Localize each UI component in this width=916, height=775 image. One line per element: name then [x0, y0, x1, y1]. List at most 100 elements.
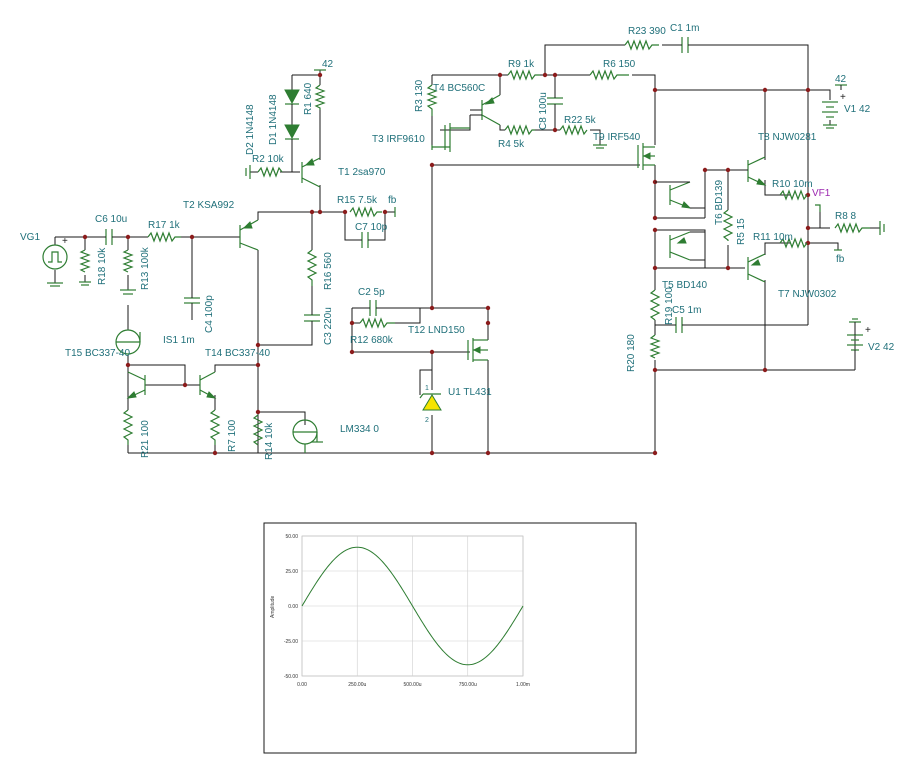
r16-resistor[interactable] [306, 249, 318, 286]
t15-transistor[interactable] [126, 371, 146, 399]
label-pin1: 1 [425, 385, 429, 392]
r7-resistor[interactable] [209, 409, 221, 445]
label-is1: IS1 1m [163, 335, 195, 346]
label-42a: 42 [322, 59, 334, 70]
r10-resistor[interactable] [779, 189, 808, 201]
junction-dots [82, 72, 811, 456]
gnd-r13 [120, 289, 136, 295]
r19-resistor[interactable] [649, 289, 661, 321]
gnd-r2 [245, 165, 251, 179]
label-c6: C6 10u [95, 214, 127, 225]
svg-text:+: + [840, 92, 846, 103]
label-r4: R4 5k [498, 139, 525, 150]
t8-transistor[interactable] [745, 156, 767, 186]
r21-resistor[interactable] [122, 409, 134, 445]
chart-x-tick-label: 1.00m [516, 682, 530, 688]
r18-resistor[interactable] [79, 249, 91, 273]
label-c1: C1 1m [670, 23, 699, 34]
label-r21: R21 100 [140, 420, 151, 458]
r14-resistor[interactable] [252, 414, 264, 446]
label-c5: C5 1m [672, 305, 701, 316]
r5-resistor[interactable] [722, 209, 734, 241]
c4-capacitor[interactable] [184, 290, 200, 310]
label-t2: T2 KSA992 [183, 200, 235, 211]
label-r6: R6 150 [603, 59, 636, 70]
chart-y-tick-label: -50.00 [284, 674, 298, 680]
gnd-r18 [79, 281, 91, 286]
c3-capacitor[interactable] [304, 310, 320, 330]
d1-diode[interactable] [284, 124, 300, 145]
chart-y-tick-label: -25.00 [284, 639, 298, 645]
r23-resistor[interactable] [624, 39, 659, 51]
label-c3: C3 220u [323, 307, 334, 345]
v2-battery[interactable]: + [847, 318, 871, 370]
label-vf1: VF1 [812, 188, 831, 199]
r9-resistor[interactable] [507, 69, 540, 81]
t5-transistor[interactable] [669, 231, 705, 261]
label-r19: R19 100 [664, 287, 675, 325]
gnd-r22 [593, 144, 607, 149]
label-t12: T12 LND150 [408, 325, 465, 336]
vf1-probe[interactable] [815, 204, 821, 212]
c6-capacitor[interactable] [100, 229, 120, 245]
r12-resistor[interactable] [359, 317, 395, 329]
label-t7: T7 NJW0302 [778, 289, 837, 300]
d2-diode[interactable] [284, 80, 300, 125]
r8-resistor[interactable] [834, 221, 885, 235]
c1-capacitor[interactable] [662, 37, 700, 53]
v1-battery[interactable]: + [822, 92, 846, 129]
r15-resistor[interactable] [349, 206, 396, 218]
label-r13: R13 100k [140, 246, 151, 290]
t6-transistor[interactable] [655, 181, 705, 209]
u1-tl431[interactable] [419, 393, 442, 411]
t9-mosfet[interactable] [637, 143, 655, 170]
c7-capacitor[interactable] [355, 232, 375, 248]
r2-resistor[interactable] [257, 166, 283, 178]
vg1-source[interactable]: + [42, 236, 68, 287]
t14-transistor[interactable] [199, 371, 217, 399]
label-t8: T8 NJW0281 [758, 132, 817, 143]
label-c2: C2 5p [358, 287, 385, 298]
t1-transistor[interactable] [301, 157, 321, 188]
r6-resistor[interactable] [589, 69, 629, 81]
label-d2: D2 1N4148 [245, 104, 256, 155]
is1-current-source[interactable] [115, 329, 141, 355]
label-t14: T14 BC337-40 [205, 348, 270, 359]
r13-resistor[interactable] [122, 249, 134, 273]
label-lm334: LM334 0 [340, 424, 379, 435]
label-r3: R3 130 [414, 79, 425, 112]
label-fb2: fb [836, 254, 845, 265]
lm334-current-source[interactable] [292, 419, 323, 453]
t2-transistor[interactable] [239, 219, 259, 251]
label-r8: R8 8 [835, 211, 857, 222]
r4-resistor[interactable] [504, 124, 535, 136]
label-r17: R17 1k [148, 220, 181, 231]
c8-capacitor[interactable] [547, 90, 563, 115]
r20-resistor[interactable] [649, 334, 661, 359]
r17-resistor[interactable] [147, 231, 181, 243]
t4-transistor[interactable] [470, 94, 501, 126]
chart-x-tick-label: 250.00u [348, 682, 366, 688]
r11-resistor[interactable] [779, 237, 808, 249]
label-t5: T5 BD140 [662, 280, 707, 291]
t12-mosfet[interactable] [467, 338, 488, 362]
t3-mosfet[interactable] [431, 123, 470, 152]
label-r23: R23 390 [628, 26, 666, 37]
chart-y-tick-label: 50.00 [285, 534, 298, 540]
r1-resistor[interactable] [314, 84, 326, 110]
label-r7: R7 100 [227, 419, 238, 452]
label-42b: 42 [835, 74, 847, 85]
r22-resistor[interactable] [559, 124, 588, 136]
r3-resistor[interactable] [426, 84, 438, 116]
chart-y-tick-label: 25.00 [285, 569, 298, 575]
c2-capacitor[interactable] [365, 300, 385, 316]
label-c4: C4 100p [204, 295, 215, 333]
t7-transistor[interactable] [747, 253, 766, 283]
c5-capacitor[interactable] [670, 317, 690, 333]
label-r14: R14 10k [264, 422, 275, 460]
label-v1: V1 42 [844, 104, 871, 115]
chart-y-tick-label: 0.00 [288, 604, 298, 610]
